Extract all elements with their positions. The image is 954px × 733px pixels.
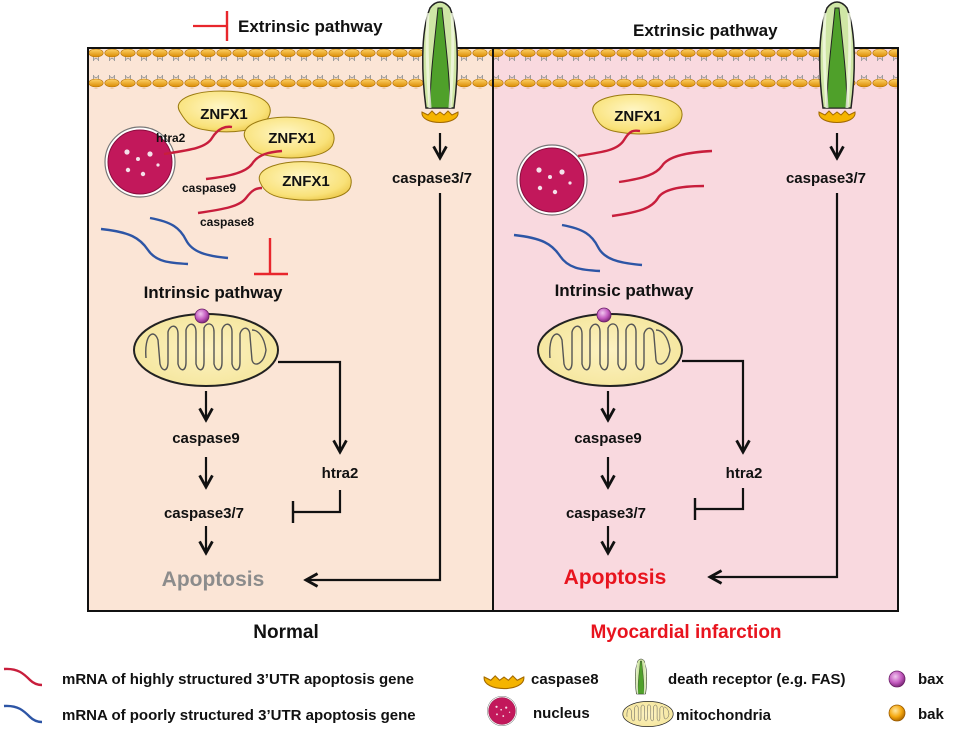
extrinsic-pathway-label-mi: Extrinsic pathway bbox=[633, 21, 778, 40]
legend: mRNA of highly structured 3’UTR apoptosi… bbox=[3, 658, 945, 727]
nucleus-icon-mi bbox=[516, 144, 588, 216]
caspase37-label: caspase3/7 bbox=[164, 505, 244, 522]
mrna-poor-1 bbox=[100, 227, 189, 266]
extrinsic-caspase37-label-mi: caspase3/7 bbox=[786, 170, 866, 187]
apoptosis-label-mi: Apoptosis bbox=[564, 566, 667, 589]
legend-bax: bax bbox=[918, 671, 945, 688]
znfx1-protein-1: ZNFX1 bbox=[177, 90, 271, 133]
znfx1-label-mi: ZNFX1 bbox=[614, 108, 662, 125]
znfx1-label-2: ZNFX1 bbox=[268, 130, 316, 147]
legend-nucleus: nucleus bbox=[533, 705, 590, 722]
bax-icon-mi bbox=[596, 307, 612, 323]
htra2-label-mi: htra2 bbox=[726, 465, 763, 482]
htra2-inhibits-caspase37-mi bbox=[693, 488, 745, 520]
legend-mitochondria-icon bbox=[622, 701, 674, 727]
caspase37-label-mi: caspase3/7 bbox=[566, 505, 646, 522]
caspase9-label: caspase9 bbox=[172, 430, 240, 447]
panel-title-mi: Myocardial infarction bbox=[590, 622, 781, 643]
arrow-mito-to-htra2-mi bbox=[682, 359, 743, 452]
legend-mrna-high-icon bbox=[3, 667, 43, 687]
bax-icon bbox=[194, 308, 210, 324]
mrna-htra2 bbox=[163, 125, 233, 156]
mrna-poor-2-mi bbox=[561, 223, 643, 267]
extrinsic-inhibition-mark bbox=[193, 11, 229, 41]
mitochondria-icon-mi bbox=[537, 313, 683, 387]
panel-mi: Extrinsic pathway caspase3/7 ZNFX1 Intri… bbox=[492, 0, 899, 612]
znfx1-label-3: ZNFX1 bbox=[282, 173, 330, 190]
mrna-poor-2 bbox=[149, 216, 229, 260]
legend-death-receptor: death receptor (e.g. FAS) bbox=[668, 671, 846, 688]
legend-mrna-poor: mRNA of poorly structured 3’UTR apoptosi… bbox=[62, 707, 416, 724]
arrow-extrinsic-to-apoptosis bbox=[306, 193, 442, 580]
arrow-mito-to-htra2 bbox=[278, 360, 340, 452]
death-receptor-icon-mi bbox=[818, 0, 856, 110]
intrinsic-pathway-label-mi: Intrinsic pathway bbox=[555, 281, 694, 300]
extrinsic-pathway-label: Extrinsic pathway bbox=[238, 17, 383, 36]
caspase9-label-mi: caspase9 bbox=[574, 430, 642, 447]
htra2-inhibits-caspase37 bbox=[291, 490, 342, 523]
death-receptor-icon bbox=[421, 0, 459, 110]
mrna-free-2-mi bbox=[611, 184, 705, 218]
mrna-caspase9 bbox=[205, 149, 283, 181]
arrow-extrinsic-to-apoptosis-mi bbox=[710, 193, 839, 577]
intrinsic-inhibition-mark bbox=[254, 238, 288, 276]
legend-bak-icon bbox=[888, 704, 906, 722]
legend-mitochondria: mitochondria bbox=[676, 707, 772, 724]
mrna-label-caspase8: caspase8 bbox=[200, 215, 254, 229]
intrinsic-pathway-label: Intrinsic pathway bbox=[144, 283, 283, 302]
panel-title-normal: Normal bbox=[253, 622, 318, 643]
legend-mrna-poor-icon bbox=[3, 704, 43, 724]
mrna-poor-1-mi bbox=[513, 233, 601, 273]
legend-bak: bak bbox=[918, 706, 945, 723]
mitochondria-icon bbox=[133, 313, 279, 387]
extrinsic-caspase37-label: caspase3/7 bbox=[392, 170, 472, 187]
legend-caspase8-icon bbox=[483, 675, 525, 690]
htra2-label: htra2 bbox=[322, 465, 359, 482]
legend-caspase8: caspase8 bbox=[531, 671, 599, 688]
mrna-label-caspase9: caspase9 bbox=[182, 181, 236, 195]
znfx1-protein-2: ZNFX1 bbox=[243, 116, 335, 159]
mrna-caspase8 bbox=[197, 186, 263, 215]
apoptosis-label-normal: Apoptosis bbox=[162, 568, 265, 591]
legend-bax-icon bbox=[888, 670, 906, 688]
znfx1-protein-3: ZNFX1 bbox=[258, 161, 352, 201]
mrna-label-htra2: htra2 bbox=[156, 131, 186, 145]
znfx1-protein-mi: ZNFX1 bbox=[592, 93, 683, 135]
mrna-bound-mi bbox=[577, 129, 641, 158]
mrna-free-1-mi bbox=[618, 149, 713, 184]
panel-normal: Extrinsic pathway caspase3/7 ZNFX1 ZNFX1… bbox=[87, 0, 494, 612]
legend-mrna-high: mRNA of highly structured 3’UTR apoptosi… bbox=[62, 671, 414, 688]
legend-death-receptor-icon bbox=[634, 658, 648, 695]
legend-nucleus-icon bbox=[487, 696, 517, 726]
znfx1-label-1: ZNFX1 bbox=[200, 106, 248, 123]
